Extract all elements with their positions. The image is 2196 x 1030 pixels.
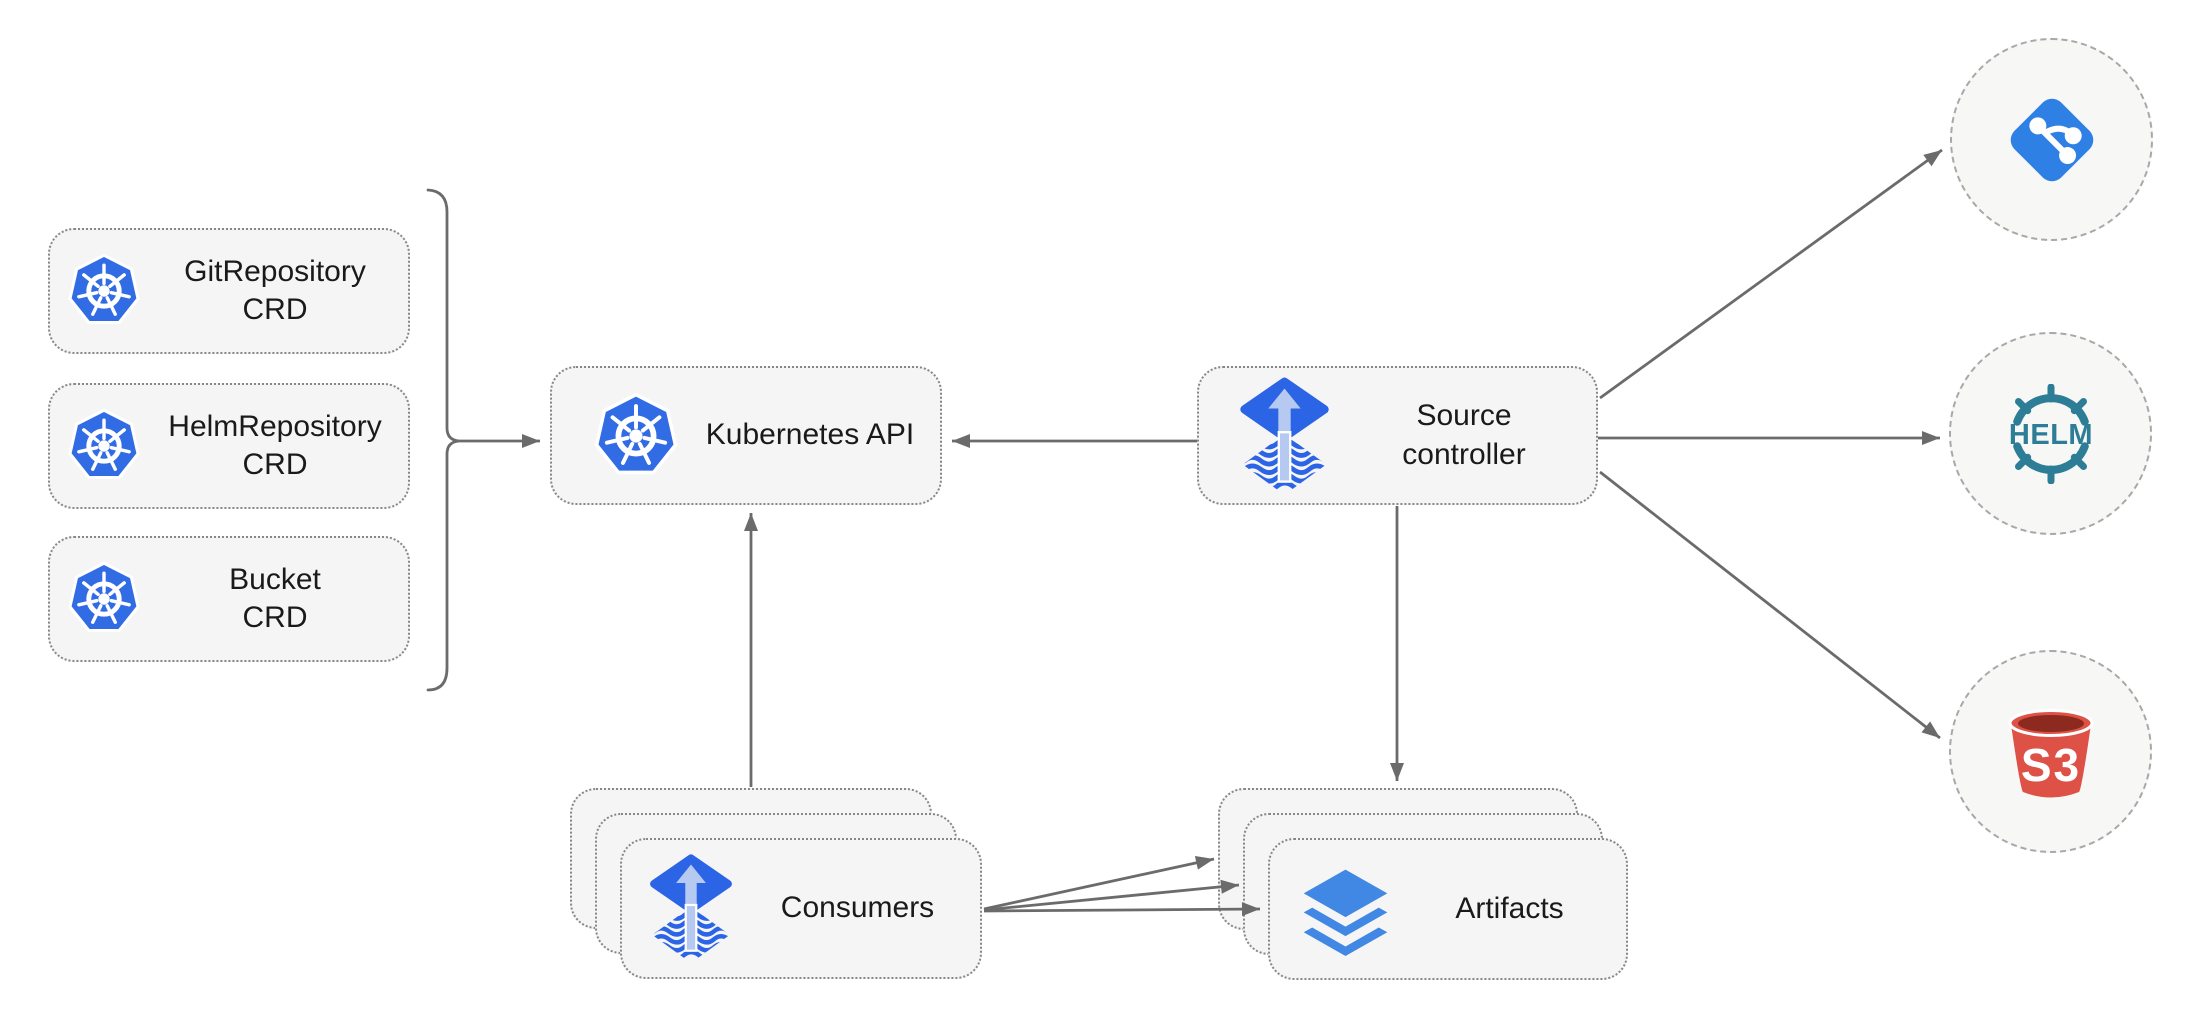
flux-icon <box>1237 375 1332 497</box>
source-controller-box: Source controller <box>1197 366 1598 505</box>
kubernetes-icon <box>66 253 142 329</box>
helm-endpoint-circle: HELM <box>1949 332 2152 535</box>
helmrepository-crd-box: HelmRepository CRD <box>48 383 410 509</box>
crd-label-line2: CRD <box>242 293 308 326</box>
git-icon <box>2010 98 2093 181</box>
arrow-source-to-git <box>1599 148 1943 400</box>
crd-label-line1: GitRepository <box>184 254 366 288</box>
kubernetes-api-text: Kubernetes API <box>705 418 915 452</box>
arrow-consumers-to-artifacts-middle <box>983 879 1240 912</box>
s3-endpoint-circle: S3 <box>1949 650 2152 853</box>
bucket-crd-label: Bucket CRD <box>142 561 408 638</box>
kubernetes-icon <box>66 408 142 484</box>
consumers-text: Consumers <box>780 891 935 925</box>
gitrepository-crd-box: GitRepository CRD <box>48 228 410 354</box>
artifacts-label: Artifacts <box>1393 890 1626 928</box>
crd-label-line1: Bucket <box>229 562 321 596</box>
helmrepository-crd-label: HelmRepository CRD <box>142 408 408 485</box>
source-controller-line1: Source <box>1416 399 1512 433</box>
crd-group-bracket <box>426 188 460 692</box>
source-controller-line2: controller <box>1402 437 1526 471</box>
layers-icon <box>1298 862 1393 957</box>
s3-icon: S3 <box>2008 708 2093 797</box>
crd-label-line1: HelmRepository <box>168 409 382 443</box>
artifacts-text: Artifacts <box>1455 891 1564 925</box>
flux-icon <box>647 852 735 965</box>
consumers-box: Consumers <box>620 838 982 979</box>
crd-label-line2: CRD <box>242 448 308 481</box>
kubernetes-api-box: Kubernetes API <box>550 366 942 505</box>
gitrepository-crd-label: GitRepository CRD <box>142 253 408 330</box>
crd-label-line2: CRD <box>242 601 308 634</box>
helm-icon: HELM <box>2008 383 2092 484</box>
source-controller-label: Source controller <box>1332 397 1596 474</box>
s3-wordmark: S3 <box>2020 739 2080 791</box>
git-endpoint-circle <box>1950 38 2153 241</box>
bucket-crd-box: Bucket CRD <box>48 536 410 662</box>
artifacts-box: Artifacts <box>1268 838 1628 980</box>
helm-wordmark: HELM <box>2008 419 2092 451</box>
consumers-label: Consumers <box>735 889 980 927</box>
arrow-source-to-s3 <box>1599 470 1941 740</box>
kubernetes-icon <box>592 392 680 480</box>
kubernetes-icon <box>66 561 142 637</box>
kubernetes-api-label: Kubernetes API <box>680 416 940 454</box>
arrow-consumers-to-artifacts-back <box>983 855 1215 911</box>
